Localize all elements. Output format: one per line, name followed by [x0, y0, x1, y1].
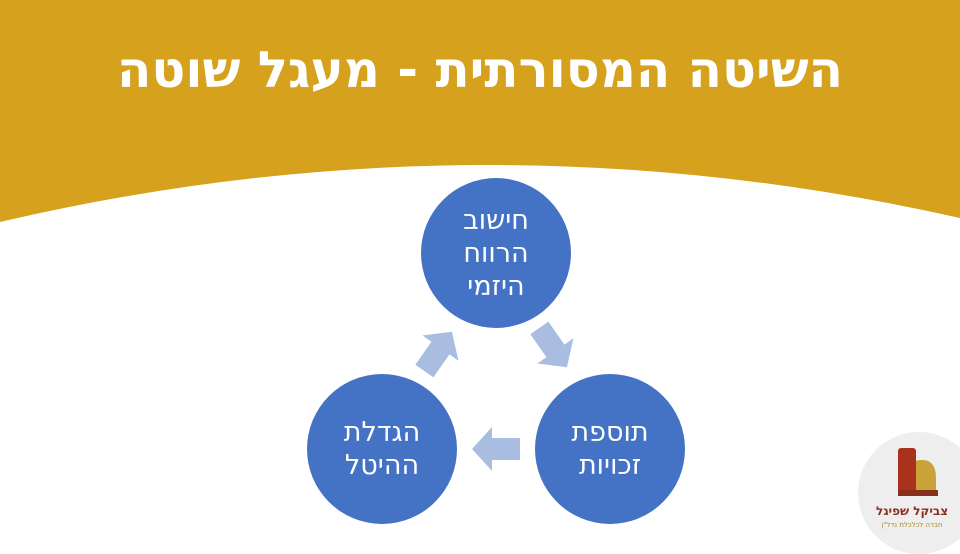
cycle-node-label: הגדלת ההיטל: [343, 417, 421, 481]
cycle-node-label: תוספת זכויות: [571, 417, 649, 481]
cycle-node-label: חישוב הרווח היזמי: [463, 204, 529, 302]
logo-tagline: חברה לכלכלת נדל"ן: [881, 521, 943, 529]
company-logo-icon: [898, 448, 938, 496]
slide-title: השיטה המסורתית - מעגל שוטה: [117, 41, 843, 99]
cycle-node-added-rights: תוספת זכויות: [535, 374, 685, 524]
logo-company-name: צביקל שפיגל: [875, 504, 949, 518]
cycle-node-levy-increase: הגדלת ההיטל: [307, 374, 457, 524]
cycle-node-profit-calculation: חישוב הרווח היזמי: [421, 178, 571, 328]
company-logo: צביקל שפיגל חברה לכלכלת נדל"ן: [858, 432, 960, 554]
